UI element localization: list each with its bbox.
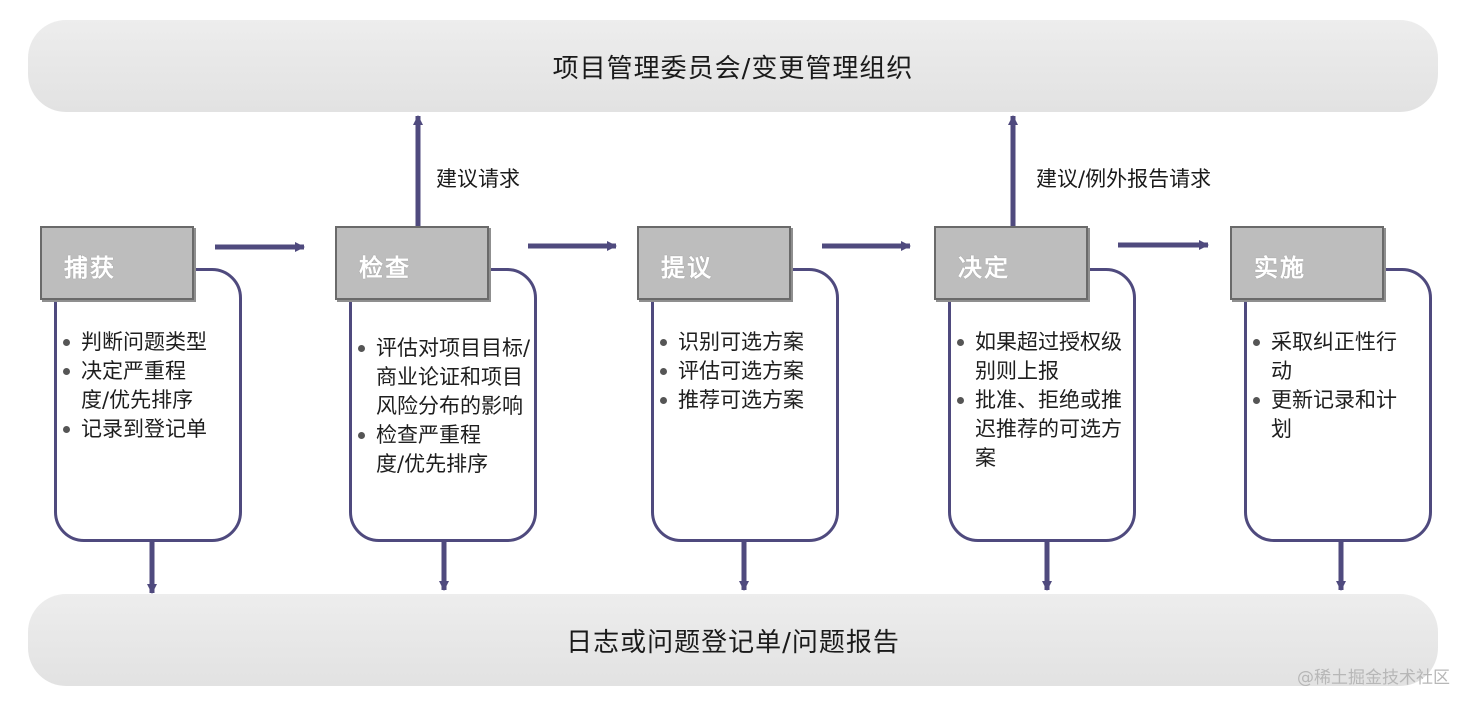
advice-request-label: 建议请求 — [436, 167, 520, 191]
bullet-item: 检查严重程度/优先排序 — [353, 421, 506, 479]
bullet-item: 如果超过授权级别则上报 — [952, 328, 1125, 386]
bullet-item: 推荐可选方案 — [655, 386, 835, 415]
issue-register-label: 日志或问题登记单/问题报告 — [566, 627, 900, 658]
issue-register-band: 日志或问题登记单/问题报告 — [28, 594, 1438, 686]
change-authority-band: 项目管理委员会/变更管理组织 — [28, 20, 1438, 112]
stage-bullets: 如果超过授权级别则上报 批准、拒绝或推迟推荐的可选方案 — [952, 328, 1132, 473]
bullet-item: 识别可选方案 — [655, 328, 835, 357]
stage-card — [948, 268, 1136, 542]
bullet-item: 评估对项目目标/商业论证和项目风险分布的影响 — [353, 334, 531, 421]
bullet-item: 评估可选方案 — [655, 357, 835, 386]
stage-title: 捕获 — [64, 254, 116, 282]
stage-header: 决定 — [934, 226, 1088, 300]
stage-examine: 检查 评估对项目目标/商业论证和项目风险分布的影响 检查严重程度/优先排序 — [335, 226, 545, 542]
bullet-item: 记录到登记单 — [58, 415, 238, 444]
stage-bullets: 识别可选方案 评估可选方案 推荐可选方案 — [655, 328, 835, 415]
watermark: @稀土掘金技术社区 — [1297, 668, 1450, 688]
stage-bullets: 评估对项目目标/商业论证和项目风险分布的影响 检查严重程度/优先排序 — [353, 334, 533, 479]
stage-decide: 决定 如果超过授权级别则上报 批准、拒绝或推迟推荐的可选方案 — [934, 226, 1144, 542]
bullet-item: 决定严重程度/优先排序 — [58, 357, 211, 415]
stage-header: 捕获 — [40, 226, 194, 300]
stage-capture: 捕获 判断问题类型 决定严重程度/优先排序 记录到登记单 — [40, 226, 250, 542]
change-authority-label: 项目管理委员会/变更管理组织 — [552, 53, 914, 84]
stage-bullets: 判断问题类型 决定严重程度/优先排序 记录到登记单 — [58, 328, 238, 444]
stage-header: 提议 — [637, 226, 791, 300]
exception-request-label: 建议/例外报告请求 — [1036, 167, 1212, 191]
stage-propose: 提议 识别可选方案 评估可选方案 推荐可选方案 — [637, 226, 847, 542]
stage-header: 实施 — [1230, 226, 1384, 300]
stage-title: 检查 — [359, 254, 411, 282]
bullet-item: 判断问题类型 — [58, 328, 238, 357]
stage-implement: 实施 采取纠正性行动 更新记录和计划 — [1230, 226, 1440, 542]
bullet-item: 采取纠正性行动 — [1248, 328, 1401, 386]
stage-bullets: 采取纠正性行动 更新记录和计划 — [1248, 328, 1428, 444]
stage-title: 实施 — [1254, 254, 1306, 282]
stage-title: 决定 — [958, 254, 1010, 282]
bullet-item: 批准、拒绝或推迟推荐的可选方案 — [952, 386, 1125, 473]
bullet-item: 更新记录和计划 — [1248, 386, 1401, 444]
stage-header: 检查 — [335, 226, 489, 300]
stage-card — [1244, 268, 1432, 542]
stage-title: 提议 — [661, 254, 713, 282]
